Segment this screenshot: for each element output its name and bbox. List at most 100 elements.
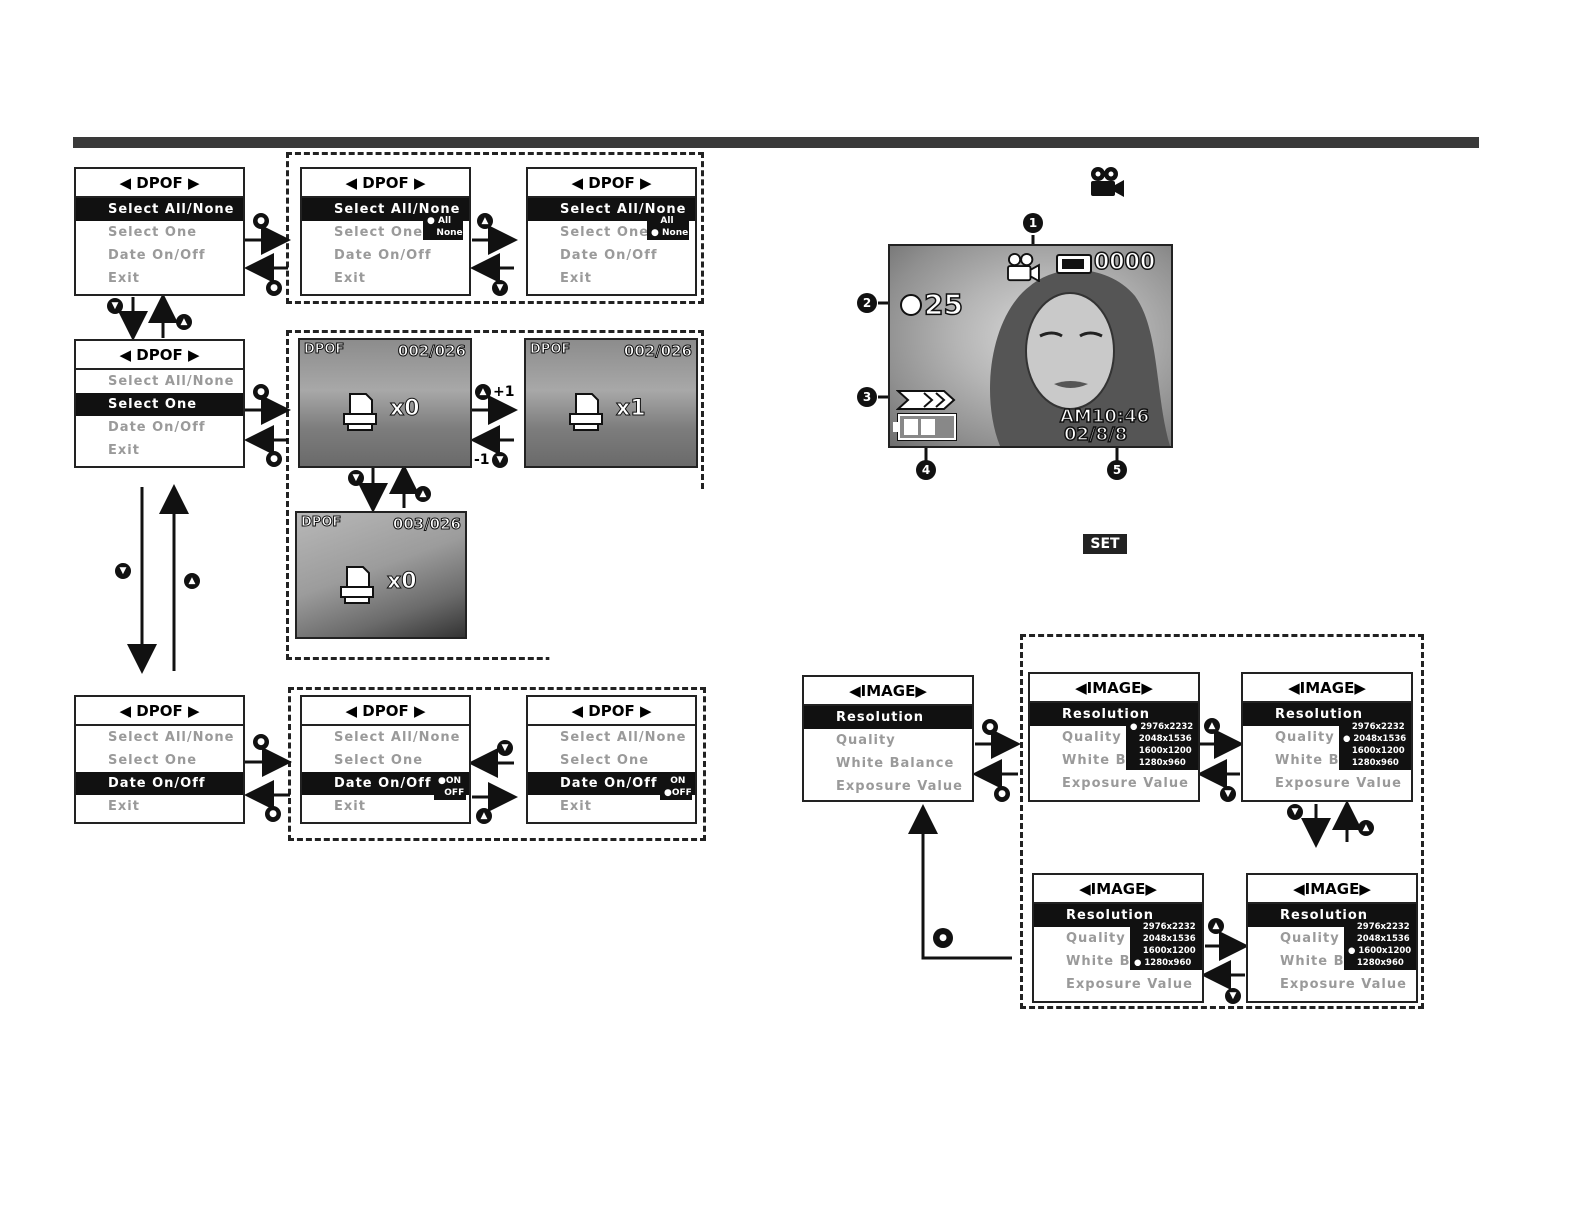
menu-item-quality[interactable]: Quality — [836, 733, 896, 748]
option-res-2[interactable]: 2048x1536 — [1353, 734, 1407, 744]
option-none[interactable]: None — [436, 228, 463, 238]
image-menu-res-3: ◀IMAGE▶ Resolution Quality White Ba Expo… — [1246, 873, 1418, 1003]
resolution-options[interactable]: 2976x2232 2048x1536 ● 1600x1200 1280x960 — [1344, 920, 1416, 970]
option-res-2[interactable]: 2048x1536 — [1356, 934, 1410, 944]
down-button-icon: ▼ — [497, 740, 513, 756]
option-res-4[interactable]: 1280x960 — [1138, 758, 1186, 768]
menu-item-exposure[interactable]: Exposure Value — [836, 779, 963, 794]
option-res-3[interactable]: 1600x1200 — [1138, 746, 1192, 756]
menu-item-white-balance[interactable]: White Balance — [836, 756, 955, 771]
image-menu-main: ◀IMAGE▶ Resolution Quality White Balance… — [802, 675, 974, 802]
menu-item-select-one[interactable]: Select One — [108, 753, 198, 768]
menu-item-exposure[interactable]: Exposure Value — [1066, 977, 1193, 992]
menu-item-exit[interactable]: Exit — [560, 271, 592, 286]
up-button-icon: ▲ — [176, 314, 192, 330]
dpof-menu-date: ◀ DPOF ▶ Select All/None Select One Date… — [74, 695, 245, 824]
dpof-menu-title: ◀ DPOF ▶ — [76, 697, 243, 726]
menu-item-date[interactable]: Date On/Off — [560, 248, 658, 263]
option-res-4[interactable]: 1280x960 — [1351, 758, 1399, 768]
dpof-menu-title: ◀ DPOF ▶ — [528, 169, 695, 198]
menu-item-quality[interactable]: Quality — [1066, 931, 1126, 946]
dashed-group-image — [1020, 634, 1424, 1009]
menu-item-select-all[interactable]: Select All/None — [560, 730, 687, 745]
menu-item-exit[interactable]: Exit — [108, 271, 140, 286]
menu-item-date[interactable]: Date On/Off — [108, 420, 206, 435]
option-on[interactable]: ON — [445, 776, 462, 786]
dpof-menu-title: ◀ DPOF ▶ — [302, 697, 469, 726]
zoom-indicator-icon — [896, 390, 956, 410]
ok-button-icon: ● — [982, 719, 998, 735]
menu-item-exposure[interactable]: Exposure Value — [1275, 776, 1402, 791]
resolution-options[interactable]: 2976x2232 ● 2048x1536 1600x1200 1280x960 — [1339, 720, 1411, 770]
menu-item-date[interactable]: Date On/Off — [76, 772, 243, 795]
shots-circle-icon — [900, 294, 922, 316]
option-res-1[interactable]: 2976x2232 — [1356, 922, 1410, 932]
menu-item-exit[interactable]: Exit — [334, 271, 366, 286]
menu-item-select-one[interactable]: Select One — [108, 225, 198, 240]
option-res-3[interactable]: 1600x1200 — [1142, 946, 1196, 956]
option-res-2[interactable]: 2048x1536 — [1138, 734, 1192, 744]
option-off[interactable]: OFF — [444, 788, 465, 798]
menu-item-quality[interactable]: Quality — [1275, 730, 1335, 745]
menu-item-white-balance[interactable]: White Ba — [1066, 954, 1141, 969]
option-res-4[interactable]: 1280x960 — [1144, 958, 1192, 968]
option-res-2[interactable]: 2048x1536 — [1142, 934, 1196, 944]
option-res-3[interactable]: 1600x1200 — [1358, 946, 1412, 956]
resolution-options[interactable]: ● 2976x2232 2048x1536 1600x1200 1280x960 — [1126, 720, 1198, 770]
option-off[interactable]: OFF — [671, 788, 692, 798]
menu-item-select-all[interactable]: Select All/None — [76, 198, 243, 221]
menu-item-select-all[interactable]: Select All/None — [108, 374, 235, 389]
dpof-label: DPOF — [303, 342, 345, 358]
menu-item-exposure[interactable]: Exposure Value — [1062, 776, 1189, 791]
menu-item-select-all[interactable]: Select All/None — [334, 730, 461, 745]
menu-item-exit[interactable]: Exit — [108, 443, 140, 458]
menu-item-exit[interactable]: Exit — [108, 799, 140, 814]
set-button-icon: SET — [1083, 534, 1127, 554]
menu-item-date[interactable]: Date On/Off — [108, 248, 206, 263]
menu-item-select-one[interactable]: Select One — [334, 753, 424, 768]
menu-item-quality[interactable]: Quality — [1280, 931, 1340, 946]
dpof-menu-title: ◀ DPOF ▶ — [76, 341, 243, 370]
dpof-label: DPOF — [529, 342, 571, 358]
option-all-none-list[interactable]: All ● None — [647, 214, 689, 240]
option-none[interactable]: None — [662, 228, 689, 238]
menu-item-date[interactable]: Date On/Off — [334, 248, 432, 263]
up-button-icon: ▲ — [184, 573, 200, 589]
resolution-options[interactable]: 2976x2232 2048x1536 1600x1200 ● 1280x960 — [1130, 920, 1202, 970]
option-res-4[interactable]: 1280x960 — [1356, 958, 1404, 968]
option-on[interactable]: ON — [670, 776, 686, 786]
menu-item-select-one[interactable]: Select One — [560, 225, 650, 240]
image-menu-title: ◀IMAGE▶ — [1248, 875, 1416, 904]
option-all-none-list[interactable]: ● All None — [423, 214, 463, 240]
option-res-1[interactable]: 2976x2232 — [1142, 922, 1196, 932]
option-on-off-list[interactable]: ON ●OFF — [660, 774, 692, 800]
menu-item-exit[interactable]: Exit — [334, 799, 366, 814]
menu-item-white-balance[interactable]: White Ba — [1280, 954, 1355, 969]
menu-item-select-one[interactable]: Select One — [334, 225, 424, 240]
memory-card-icon — [1056, 254, 1092, 274]
plus-one-label: +1 — [493, 384, 515, 400]
menu-item-resolution[interactable]: Resolution — [804, 706, 972, 729]
down-button-icon: ▼ — [1220, 786, 1236, 802]
menu-item-exposure[interactable]: Exposure Value — [1280, 977, 1407, 992]
menu-item-select-all[interactable]: Select All/None — [108, 730, 235, 745]
menu-item-select-one[interactable]: Select One — [560, 753, 650, 768]
menu-item-exit[interactable]: Exit — [560, 799, 592, 814]
photo-counter: 003/026 — [392, 515, 461, 534]
ok-button-icon: ● — [253, 213, 269, 229]
menu-item-select-one[interactable]: Select One — [76, 393, 243, 416]
option-res-1[interactable]: 2976x2232 — [1351, 722, 1405, 732]
menu-item-date[interactable]: Date On/Off — [302, 772, 469, 795]
option-all[interactable]: All — [438, 216, 452, 226]
menu-item-white-balance[interactable]: White Ba — [1275, 753, 1350, 768]
lcd-movie-preview: 0000 25 AM10:46 02/8/8 — [888, 244, 1173, 448]
option-res-3[interactable]: 1600x1200 — [1351, 746, 1405, 756]
menu-item-quality[interactable]: Quality — [1062, 730, 1122, 745]
menu-item-white-balance[interactable]: White Ba — [1062, 753, 1137, 768]
option-on-off-list[interactable]: ●ON OFF — [434, 774, 466, 800]
menu-item-date[interactable]: Date On/Off — [528, 772, 695, 795]
option-res-1[interactable]: 2976x2232 — [1140, 722, 1194, 732]
lcd-date: 02/8/8 — [1063, 423, 1128, 446]
option-all[interactable]: All — [660, 216, 674, 226]
dpof-menu-title: ◀ DPOF ▶ — [528, 697, 695, 726]
